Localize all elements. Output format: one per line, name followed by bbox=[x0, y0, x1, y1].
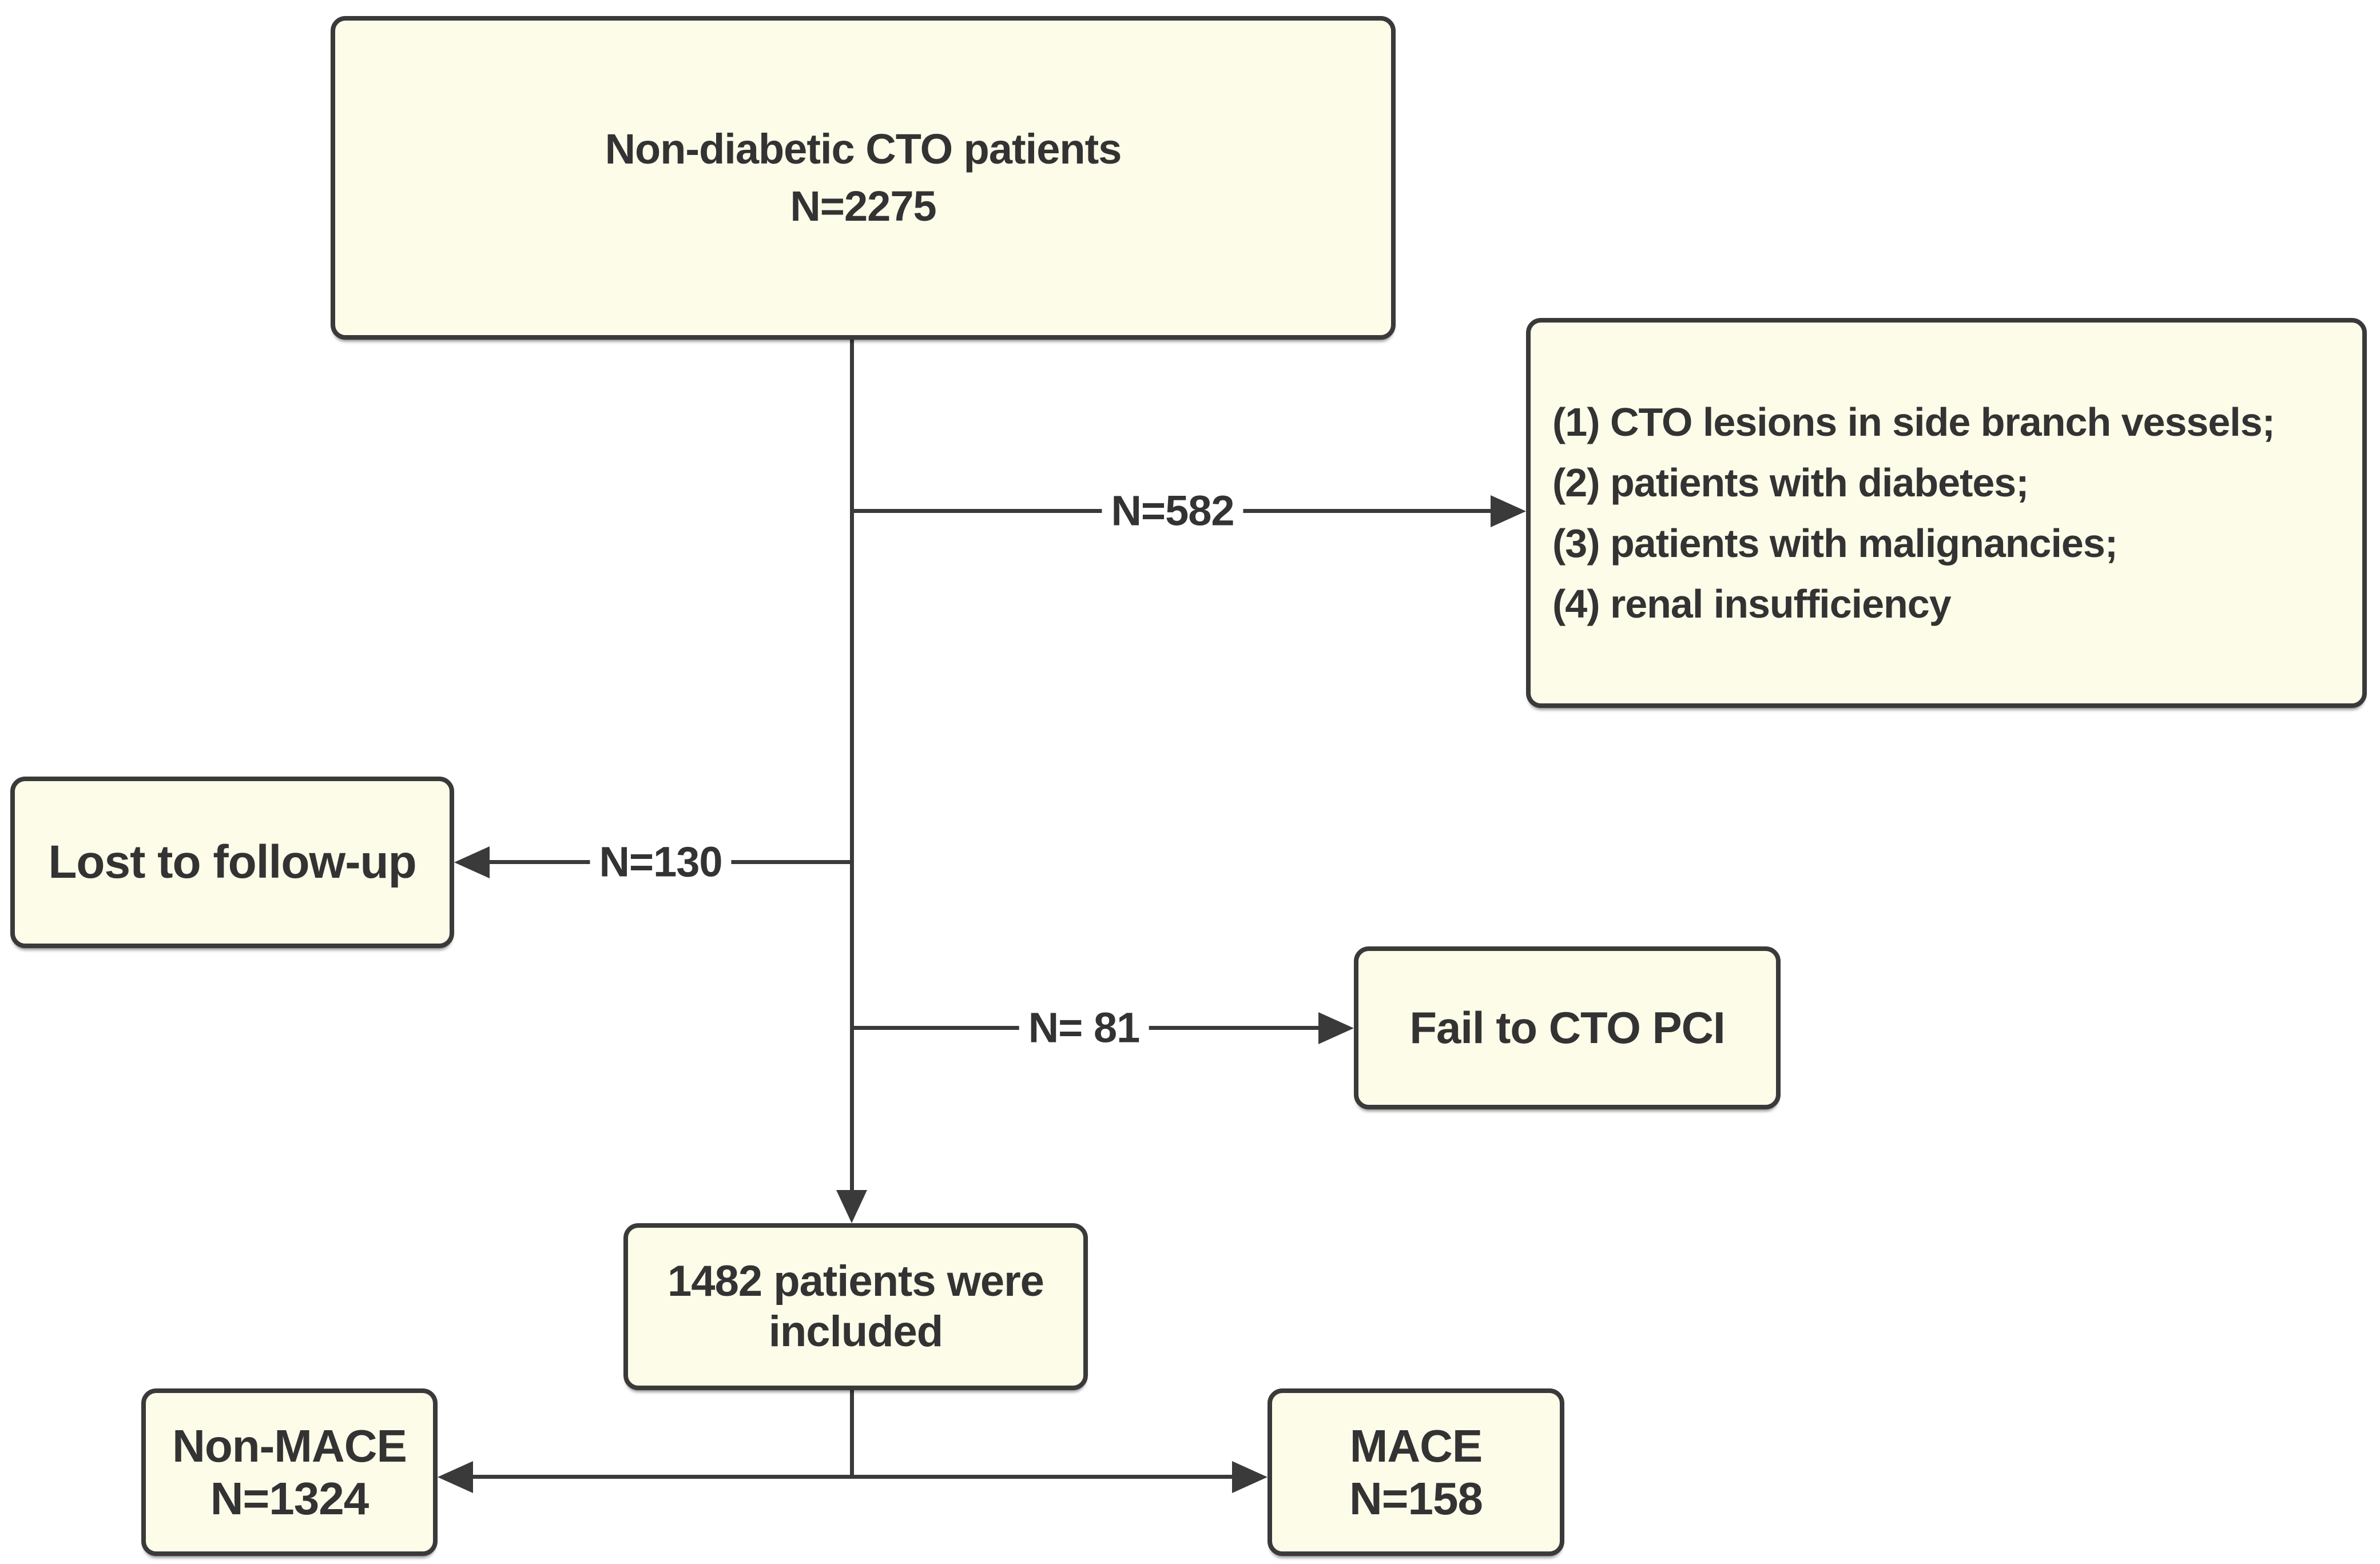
arrowhead-right-exclusion bbox=[1491, 495, 1526, 527]
mace-line2: N=158 bbox=[1349, 1473, 1483, 1524]
exclusion-item-1: (1) CTO lesions in side branch vessels; bbox=[1552, 400, 2275, 444]
edge-label-excluded: N=582 bbox=[1102, 486, 1243, 535]
exclusion-item-4: (4) renal insufficiency bbox=[1552, 582, 1952, 626]
arrowhead-right-mace bbox=[1232, 1461, 1268, 1493]
node-included-patients: 1482 patients were included bbox=[623, 1223, 1088, 1390]
non-mace-line2: N=1324 bbox=[210, 1473, 369, 1524]
arrowhead-right-fail bbox=[1318, 1012, 1354, 1044]
lost-label: Lost to follow-up bbox=[48, 836, 416, 888]
arrowhead-down-included bbox=[836, 1190, 867, 1223]
node-top-line1: Non-diabetic CTO patients bbox=[605, 125, 1122, 173]
mace-line1: MACE bbox=[1349, 1420, 1483, 1471]
edge-label-lost: N=130 bbox=[590, 837, 732, 886]
trunk-line bbox=[850, 339, 854, 1192]
node-mace: MACE N=158 bbox=[1268, 1388, 1564, 1556]
non-mace-line1: Non-MACE bbox=[172, 1420, 407, 1471]
arrowhead-left-lost bbox=[454, 846, 490, 878]
node-exclusion-criteria: (1) CTO lesions in side branch vessels; … bbox=[1526, 318, 2367, 708]
split-connector-line bbox=[473, 1475, 1232, 1479]
node-lost-to-follow-up: Lost to follow-up bbox=[10, 777, 454, 948]
included-bottom-stub bbox=[850, 1390, 854, 1477]
exclusion-item-3: (3) patients with malignancies; bbox=[1552, 521, 2118, 566]
included-line2: included bbox=[768, 1307, 943, 1356]
exclusion-item-2: (2) patients with diabetes; bbox=[1552, 460, 2029, 505]
node-top-population: Non-diabetic CTO patients N=2275 bbox=[331, 16, 1396, 340]
node-top-line2: N=2275 bbox=[790, 182, 936, 230]
node-fail-to-cto-pci: Fail to CTO PCI bbox=[1354, 946, 1781, 1109]
node-non-mace: Non-MACE N=1324 bbox=[141, 1388, 438, 1556]
included-line1: 1482 patients were bbox=[667, 1257, 1044, 1306]
fail-label: Fail to CTO PCI bbox=[1409, 1002, 1725, 1053]
edge-label-fail: N= 81 bbox=[1019, 1003, 1149, 1052]
arrowhead-left-nonmace bbox=[438, 1461, 473, 1493]
